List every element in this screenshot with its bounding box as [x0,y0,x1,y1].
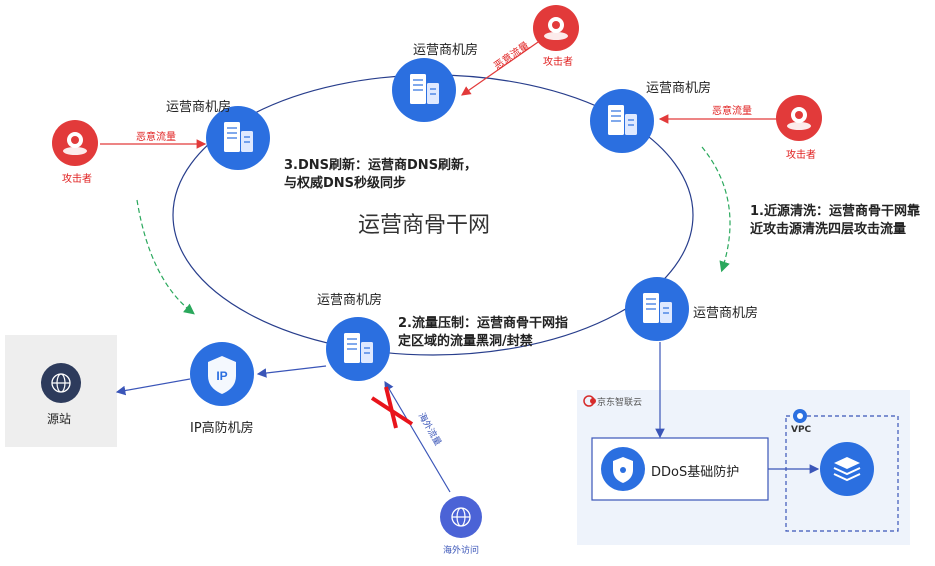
block-cross-icon [370,386,414,429]
step2-line2: 定区域的流量黑洞/封禁 [398,334,533,349]
malicious-traffic-left: 恶意流量 [136,132,176,143]
attacker-right [776,95,822,141]
backbone-title: 运营商骨干网 [358,213,491,238]
isp-node-bottom [326,317,390,381]
origin-globe-icon [41,363,81,403]
attacker-label-right: 攻击者 [786,150,816,161]
ddos-label: DDoS基础防护 [651,465,740,480]
step3-line2: 与权威DNS秒级同步 [284,176,407,191]
overseas-globe-icon [440,496,482,538]
overseas-access-label: 海外访问 [443,546,480,556]
arrow-to-ip-room [256,365,327,378]
attack-arrow-top [461,39,542,96]
isp-node-top [392,58,456,122]
step1-line1: 1.近源清洗：运营商骨干网靠 [750,204,920,219]
isp-node-bottom-right [625,277,689,341]
ip-room-label: IP高防机房 [190,421,254,436]
attacker-label-left: 攻击者 [62,174,92,185]
jd-cloud-label: 京东智联云 [597,398,643,408]
vpc-stack-icon [820,442,874,496]
isp-node-left [206,106,270,170]
attacker-label-top: 攻击者 [543,57,573,68]
isp-room-label-top: 运营商机房 [413,43,479,58]
vpc-badge-icon [793,409,807,423]
attacker-left [52,120,98,166]
vpc-box [785,415,899,532]
ip-shield-icon: IP [190,342,254,406]
isp-room-label-bottom: 运营商机房 [317,293,383,308]
step1-line2: 近攻击源清洗四层攻击流量 [750,222,907,237]
step3-line1: 3.DNS刷新：运营商DNS刷新， [284,158,478,173]
isp-room-label-left: 运营商机房 [166,100,232,115]
step2-line1: 2.流量压制：运营商骨干网指 [398,316,568,331]
isp-node-right [590,89,654,153]
isp-room-label-right: 运营商机房 [646,81,712,96]
ddos-shield-icon [601,447,645,491]
green-arrow-left [136,199,195,315]
attacker-top [533,5,579,51]
svg-text:IP: IP [216,369,227,383]
overseas-arrow [384,380,451,493]
jd-cloud-logo [583,395,596,407]
isp-room-label-bottom-right: 运营商机房 [693,306,759,321]
green-arrow-right [701,146,731,273]
arrow-to-origin [115,378,191,396]
malicious-traffic-right: 恶意流量 [712,106,752,117]
origin-label: 源站 [47,412,72,426]
vpc-label: VPC [791,425,812,435]
